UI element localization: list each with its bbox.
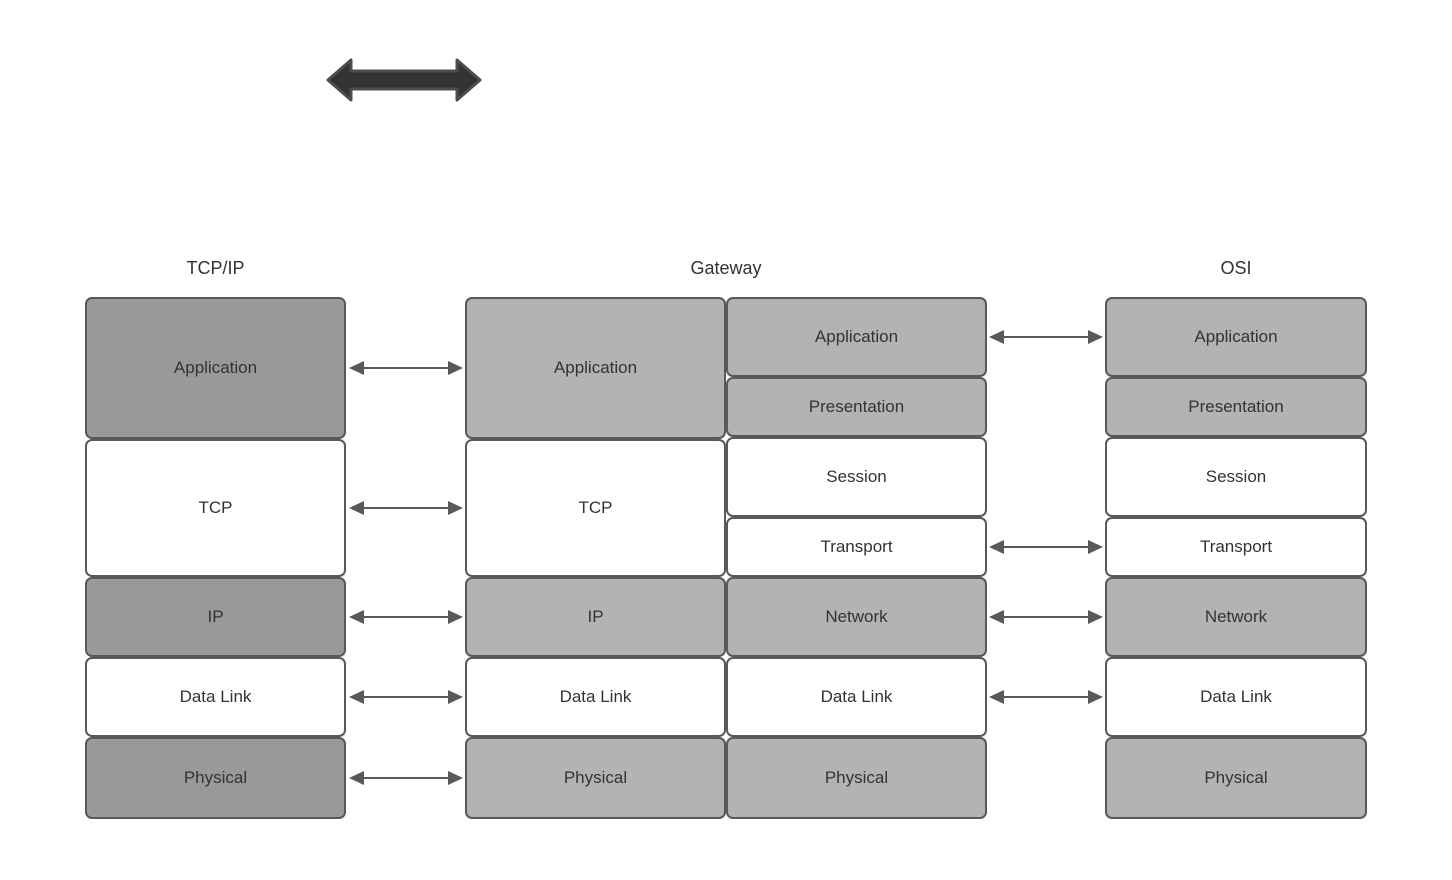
tcpip-title: TCP/IP (186, 258, 245, 278)
arrowhead-right-icon (448, 361, 463, 375)
gateway-title: Gateway (690, 258, 762, 278)
layer-box-application: Application (465, 297, 726, 439)
layer-label: IP (207, 607, 224, 626)
layer-box-ip: IP (85, 577, 346, 657)
layer-label: Application (173, 358, 258, 377)
layer-box-transport: Transport (726, 517, 987, 577)
arrow-shaft (361, 616, 451, 618)
arrow-shaft (361, 367, 451, 369)
arrowhead-right-icon (1088, 330, 1103, 344)
layer-box-session: Session (1105, 437, 1367, 517)
arrowhead-right-icon (448, 610, 463, 624)
osi-title: OSI (1220, 258, 1252, 278)
arrow-shaft (1001, 616, 1091, 618)
arrow-gateway-osi-application (989, 330, 1103, 344)
arrowhead-left-icon (349, 690, 364, 704)
layer-box-transport: Transport (1105, 517, 1367, 577)
layer-label: Network (1204, 607, 1268, 626)
arrow-shaft (1001, 696, 1091, 698)
arrowhead-right-icon (1088, 610, 1103, 624)
layer-label: IP (587, 607, 604, 626)
layer-box-tcp: TCP (465, 439, 726, 577)
arrowhead-left-icon (989, 690, 1004, 704)
arrow-gateway-osi-data-link (989, 690, 1103, 704)
layer-box-data-link: Data Link (465, 657, 726, 737)
layer-box-data-link: Data Link (85, 657, 346, 737)
arrowhead-left-icon (989, 330, 1004, 344)
arrow-shaft (361, 507, 451, 509)
layer-box-presentation: Presentation (1105, 377, 1367, 437)
layer-box-tcp: TCP (85, 439, 346, 577)
layer-box-application: Application (726, 297, 987, 377)
layer-label: Physical (183, 768, 248, 787)
layer-box-presentation: Presentation (726, 377, 987, 437)
arrow-shaft (1001, 546, 1091, 548)
arrow-tcpip-gateway-physical (349, 771, 463, 785)
arrowhead-left-icon (349, 361, 364, 375)
arrow-gateway-osi-transport (989, 540, 1103, 554)
arrow-tcpip-gateway-data-link (349, 690, 463, 704)
layer-box-physical: Physical (726, 737, 987, 819)
layer-label: Presentation (808, 397, 905, 416)
layer-label: Transport (1199, 537, 1273, 556)
layer-box-physical: Physical (85, 737, 346, 819)
layer-label: TCP (198, 498, 233, 517)
layer-label: Session (826, 467, 887, 486)
layer-label: Data Link (820, 687, 893, 706)
arrow-shaft (1001, 336, 1091, 338)
arrowhead-right-icon (1088, 540, 1103, 554)
layer-box-physical: Physical (1105, 737, 1367, 819)
layer-label: TCP (578, 498, 613, 517)
arrow-shaft (361, 777, 451, 779)
layer-label: Presentation (1188, 397, 1284, 416)
layer-label: Application (1194, 327, 1278, 346)
arrowhead-right-icon (448, 690, 463, 704)
arrow-tcpip-gateway-ip (349, 610, 463, 624)
arrowhead-right-icon (448, 501, 463, 515)
layer-label: Data Link (559, 687, 632, 706)
arrowhead-left-icon (349, 771, 364, 785)
layer-label: Transport (820, 537, 893, 556)
layer-box-network: Network (1105, 577, 1367, 657)
arrow-tcpip-gateway-tcp (349, 501, 463, 515)
arrowhead-right-icon (448, 771, 463, 785)
arrowhead-left-icon (989, 610, 1004, 624)
layer-label: Network (825, 607, 888, 626)
layer-label: Physical (1204, 768, 1268, 787)
arrow-tcpip-gateway-application (349, 361, 463, 375)
layer-label: Session (1205, 467, 1267, 486)
layer-box-network: Network (726, 577, 987, 657)
layer-box-application: Application (85, 297, 346, 439)
arrowhead-left-icon (349, 610, 364, 624)
arrow-shaft (361, 696, 451, 698)
layer-box-application: Application (1105, 297, 1367, 377)
arrow-gateway-osi-network (989, 610, 1103, 624)
layer-box-session: Session (726, 437, 987, 517)
layer-label: Data Link (179, 687, 252, 706)
arrowhead-left-icon (349, 501, 364, 515)
layer-box-data-link: Data Link (726, 657, 987, 737)
thick-double-arrow-icon (326, 58, 482, 102)
layer-label: Application (553, 358, 638, 377)
arrowhead-left-icon (989, 540, 1004, 554)
layer-label: Physical (824, 768, 889, 787)
layer-box-ip: IP (465, 577, 726, 657)
layer-box-physical: Physical (465, 737, 726, 819)
layer-label: Data Link (1200, 687, 1272, 706)
arrowhead-right-icon (1088, 690, 1103, 704)
layer-label: Physical (563, 768, 628, 787)
layer-box-data-link: Data Link (1105, 657, 1367, 737)
layer-label: Application (814, 327, 899, 346)
